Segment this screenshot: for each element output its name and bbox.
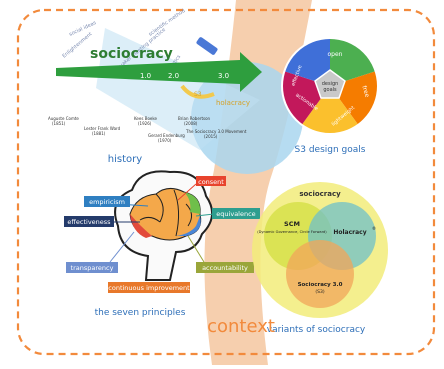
brain-folds xyxy=(139,189,192,237)
person-year: (2008) xyxy=(184,121,198,126)
brain-lobe xyxy=(184,192,201,214)
goal-segment-effective xyxy=(284,38,330,86)
principle-box xyxy=(64,216,114,227)
principle-label: equivalence xyxy=(216,210,255,218)
principle-label: transparency xyxy=(71,264,114,272)
person-year: (1851) xyxy=(52,121,66,126)
s3-label: S3 xyxy=(194,91,202,98)
goals-title: S3 design goals xyxy=(295,145,366,155)
principle-label: consent xyxy=(198,178,224,186)
person-name: Kees Boeke xyxy=(134,116,158,121)
goal-segment-lightweight xyxy=(301,86,359,134)
variant-sub: (S3) xyxy=(315,289,324,295)
person-name: Brian Robertson xyxy=(178,116,211,121)
connector xyxy=(109,231,135,263)
principle-box xyxy=(84,196,130,207)
s3-circle xyxy=(286,240,354,308)
principles-title: the seven principles xyxy=(95,308,186,318)
person-name: Lester Frank Ward xyxy=(84,126,121,131)
history-people: Auguste Comte (1851) Lester Frank Ward (… xyxy=(48,116,247,143)
variant-sub: (Dynamic Governance, Circle Forward) xyxy=(257,230,327,234)
era-label: scientific method xyxy=(148,8,187,38)
goal-segment-open xyxy=(330,38,376,86)
principle-box xyxy=(212,208,260,219)
principle-box xyxy=(196,176,226,186)
principles-section: empiricism consent equivalence effective… xyxy=(64,170,260,318)
outer-label: sociocracy xyxy=(299,190,341,198)
era-label: social ideas xyxy=(68,20,97,38)
principle-box xyxy=(196,262,254,273)
history-title: history xyxy=(108,154,142,165)
principle-box xyxy=(66,262,118,273)
connector xyxy=(187,235,205,263)
holacracy-arc xyxy=(180,84,215,99)
variant-label: Sociocracy 3.0 xyxy=(298,282,343,288)
history-arrow xyxy=(56,52,262,92)
variants-title: variants of sociocracy xyxy=(267,325,366,335)
goals-ring xyxy=(281,37,379,135)
person-name: Auguste Comte xyxy=(48,116,79,121)
principle-label: continuous improvement xyxy=(108,284,190,292)
principle-label: accountability xyxy=(202,264,248,272)
person-year: (2015) xyxy=(204,134,218,139)
variant-sub: ® xyxy=(372,226,376,231)
person-name: The Sociocracy 3.0 Movement xyxy=(185,129,247,134)
variant-label: SCM xyxy=(284,220,300,228)
brain-lobe xyxy=(130,214,152,238)
goal-label: free xyxy=(360,85,370,99)
goal-label: open xyxy=(328,51,343,58)
version-label: 3.0 xyxy=(218,72,229,80)
connector xyxy=(195,213,215,217)
holacracy-label: holacracy xyxy=(216,99,250,107)
variant-label: Holacracy xyxy=(333,229,366,236)
blue-ray xyxy=(96,28,260,150)
brain-lobe xyxy=(176,216,201,236)
person-year: (1881) xyxy=(92,131,106,136)
person-year: (1926) xyxy=(138,121,152,126)
principle-box xyxy=(108,282,190,293)
arrow-title: sociocracy xyxy=(90,46,173,62)
version-label: 2.0 xyxy=(168,72,179,80)
context-frame xyxy=(16,8,436,356)
principle-label: effectiveness xyxy=(67,218,111,226)
connector xyxy=(177,183,197,201)
era-label: Enlightenment xyxy=(61,31,93,59)
s3-tag xyxy=(196,37,218,55)
variants-section: sociocracy SCM (Dynamic Governance, Circ… xyxy=(252,182,388,335)
goals-center xyxy=(314,69,346,99)
person-year: (1970) xyxy=(158,138,172,143)
version-label: 1.0 xyxy=(140,72,151,80)
person-name: Gerard Endenburg xyxy=(148,133,185,138)
context-title: context xyxy=(207,316,275,337)
principle-label: empiricism xyxy=(89,198,125,206)
